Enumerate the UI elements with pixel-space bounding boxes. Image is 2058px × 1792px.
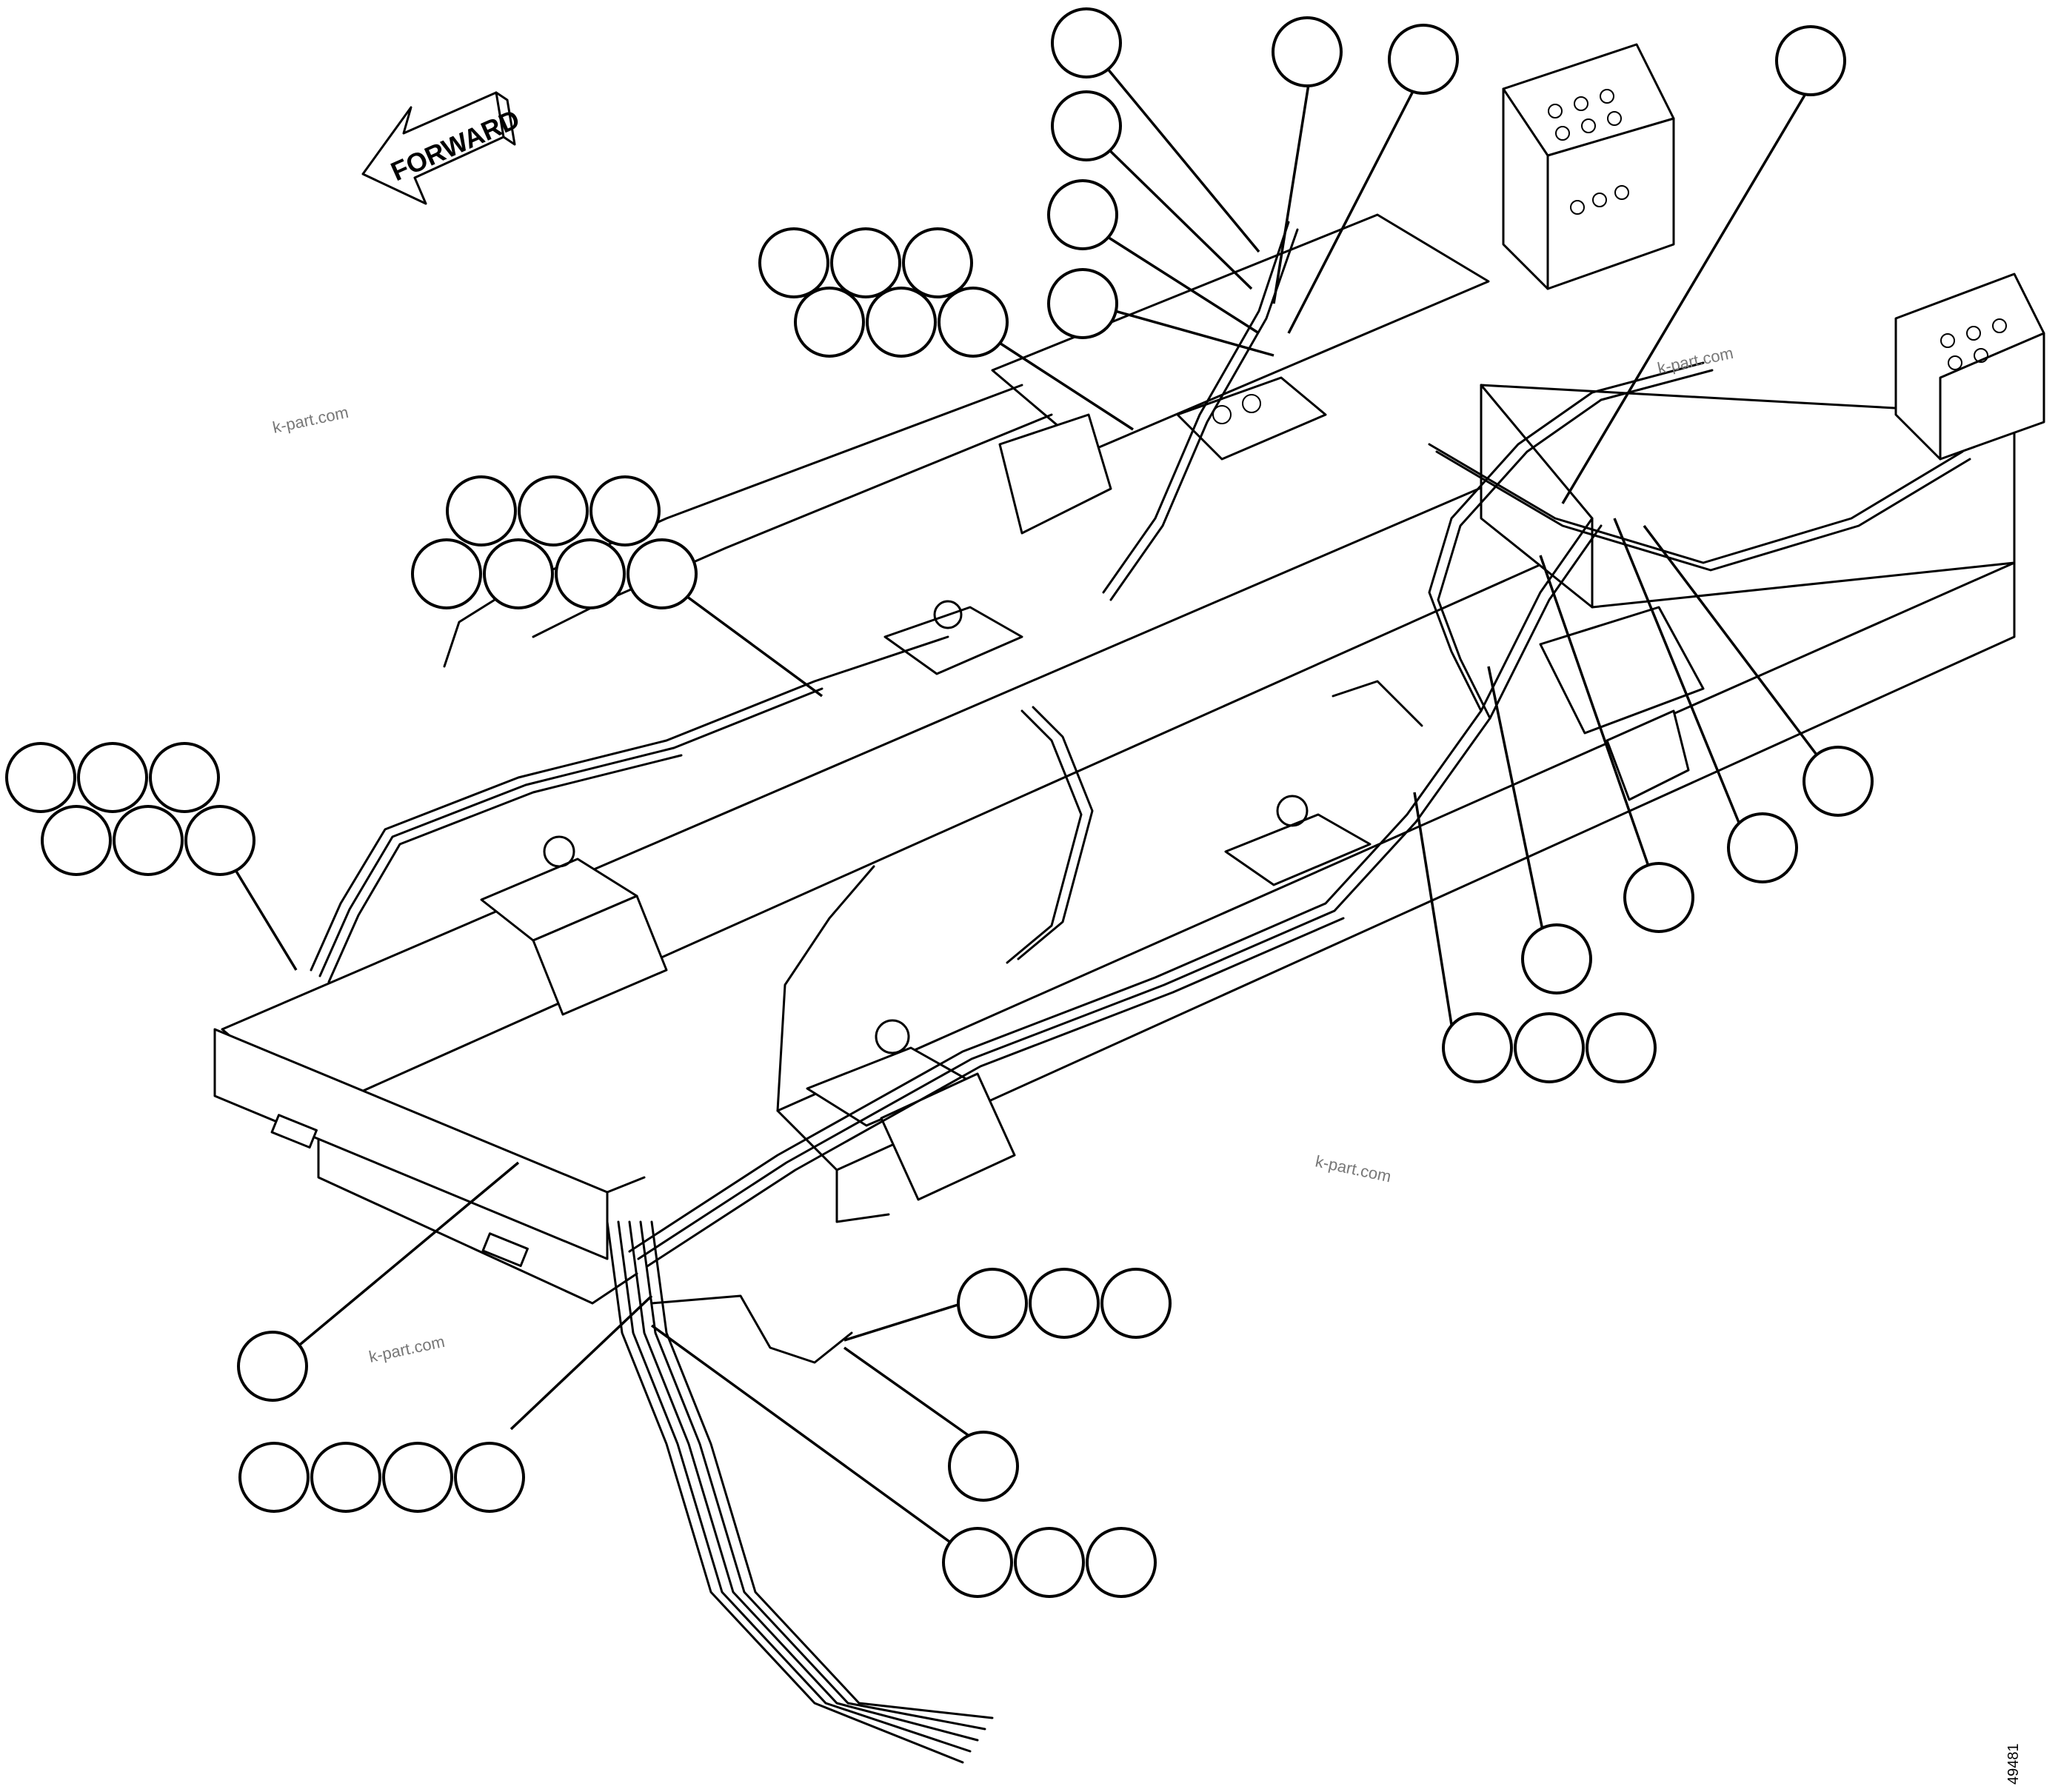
callout-balloons [5,7,1874,1598]
watermark: k-part.com [1656,344,1735,378]
figure-number: 49481 [2005,1743,2022,1785]
watermark: k-part.com [367,1332,447,1366]
forward-arrow: FORWARD [361,91,524,205]
watermark: k-part.com [1314,1151,1393,1186]
chassis-frame [213,43,2045,1305]
leader-lines [232,58,1838,1553]
watermark: k-part.com [271,403,350,437]
